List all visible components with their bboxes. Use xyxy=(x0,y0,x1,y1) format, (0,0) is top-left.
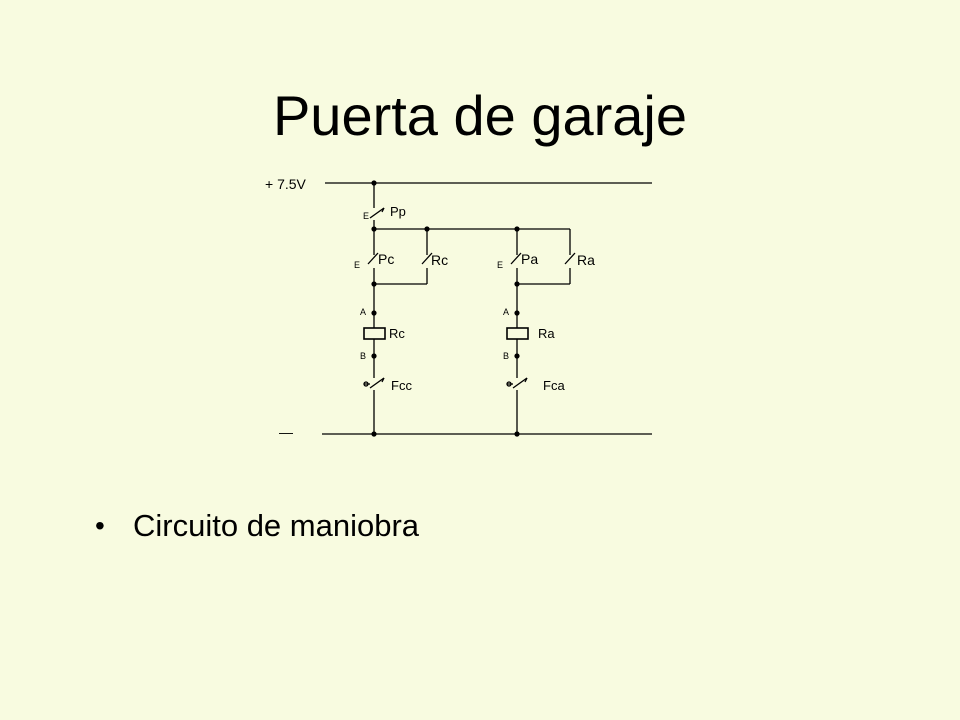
limit-switch-blade-fca xyxy=(512,377,528,389)
pushbutton-marker-pa: E xyxy=(497,260,503,270)
terminal-a-rc: A xyxy=(360,307,366,317)
bullet-list: • Circuito de maniobra xyxy=(95,508,419,544)
pushbutton-label-pc: Pc xyxy=(378,251,394,267)
limit-switch-label-fcc: Fcc xyxy=(391,378,412,393)
limit-switch-blade-fcc xyxy=(369,377,385,389)
pushbutton-blade-pc xyxy=(367,252,379,265)
hold-contact-blade-rc xyxy=(421,252,433,265)
relay-coil-ra xyxy=(506,327,529,340)
ground-label: — xyxy=(279,424,293,440)
pushbutton-blade-pa xyxy=(510,252,522,265)
slide-title: Puerta de garaje xyxy=(272,84,688,147)
terminal-b-rc: B xyxy=(360,351,366,361)
pushbutton-marker-pc: E xyxy=(354,260,360,270)
terminal-a-ra: A xyxy=(503,307,509,317)
relay-coil-label-ra: Ra xyxy=(538,326,555,341)
relay-coil-rc xyxy=(363,327,386,340)
supply-label: + 7.5V xyxy=(265,176,307,192)
bullet-text: Circuito de maniobra xyxy=(133,508,420,543)
main-switch-blade xyxy=(369,207,385,219)
hold-contact-blade-ra xyxy=(564,252,576,265)
main-switch-label: Pp xyxy=(390,204,406,219)
hold-contact-label-ra: Ra xyxy=(577,252,595,268)
terminal-b-ra: B xyxy=(503,351,509,361)
limit-switch-label-fca: Fca xyxy=(543,378,565,393)
hold-contact-label-rc: Rc xyxy=(431,252,448,268)
pushbutton-label-pa: Pa xyxy=(521,251,538,267)
main-switch-marker: E xyxy=(363,211,369,221)
bullet-item: • Circuito de maniobra xyxy=(95,508,419,544)
relay-coil-label-rc: Rc xyxy=(389,326,405,341)
bullet-dot-icon: • xyxy=(95,510,105,541)
